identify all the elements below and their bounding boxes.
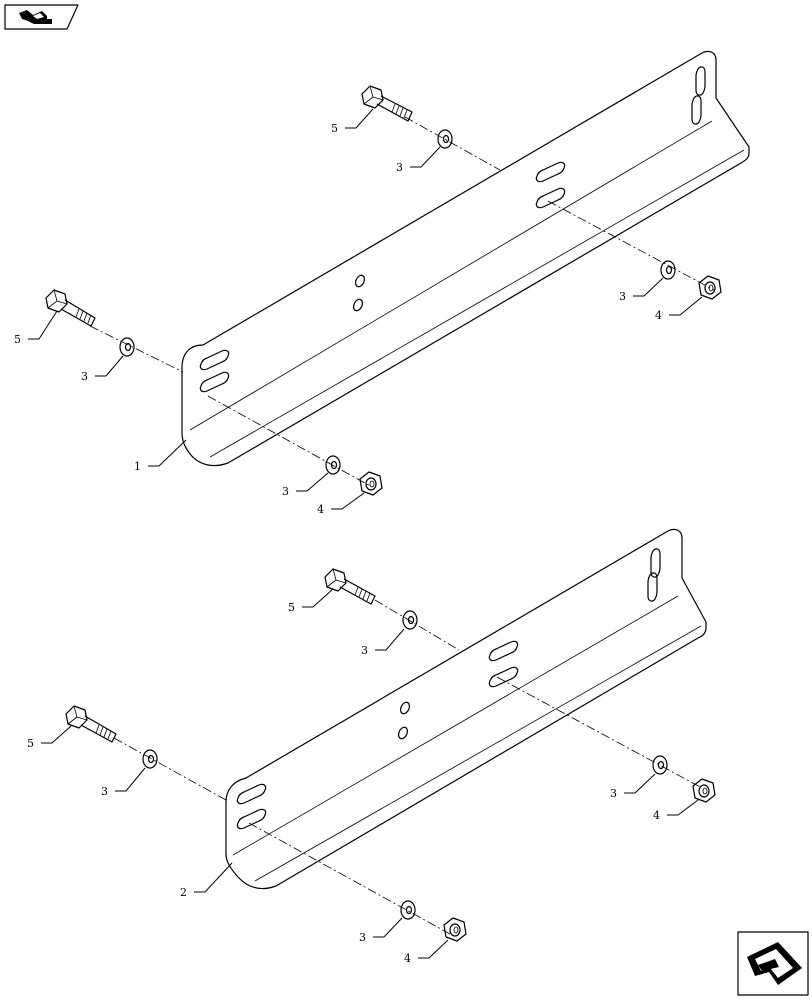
book-open-icon[interactable] <box>4 4 79 30</box>
callout-3: 3 <box>610 787 617 800</box>
bolt-5b <box>45 289 96 327</box>
callout-5: 5 <box>14 333 21 346</box>
callout-4: 4 <box>653 809 660 822</box>
bolt-5a <box>361 85 413 122</box>
washer-3e <box>402 610 418 630</box>
callout-4: 4 <box>404 952 411 965</box>
callout-3: 3 <box>101 785 108 798</box>
callout-5: 5 <box>331 122 338 135</box>
callout-3: 3 <box>361 644 368 657</box>
nut-4b <box>359 471 383 496</box>
callout-3: 3 <box>359 931 366 944</box>
washer-3g <box>652 755 668 775</box>
next-page-arrow-icon[interactable] <box>737 931 809 996</box>
nut-4c <box>692 778 716 803</box>
callout-2: 2 <box>180 886 187 899</box>
nut-4d <box>443 917 467 942</box>
washer-3a <box>437 129 453 149</box>
washer-3h <box>400 900 416 920</box>
washer-3d <box>325 455 341 475</box>
callout-1: 1 <box>134 460 141 473</box>
bolt-5d <box>65 705 117 743</box>
callout-3: 3 <box>619 290 626 303</box>
top-assembly: 5 3 3 4 5 3 1 3 4 <box>14 50 750 516</box>
callout-5: 5 <box>27 737 34 750</box>
bottom-assembly: 5 3 5 3 3 4 2 3 4 <box>27 528 716 965</box>
callout-5: 5 <box>288 601 295 614</box>
washer-3f <box>142 749 158 769</box>
angle-bracket-2 <box>225 528 707 890</box>
bolt-5c <box>324 568 376 605</box>
nut-4a <box>698 275 722 300</box>
callout-4: 4 <box>317 503 324 516</box>
angle-bracket-1 <box>181 50 750 467</box>
callout-3: 3 <box>282 485 289 498</box>
callout-4: 4 <box>655 309 662 322</box>
callout-3: 3 <box>81 370 88 383</box>
washer-3c <box>119 337 135 357</box>
callout-3: 3 <box>396 161 403 174</box>
washer-3b <box>660 260 676 280</box>
